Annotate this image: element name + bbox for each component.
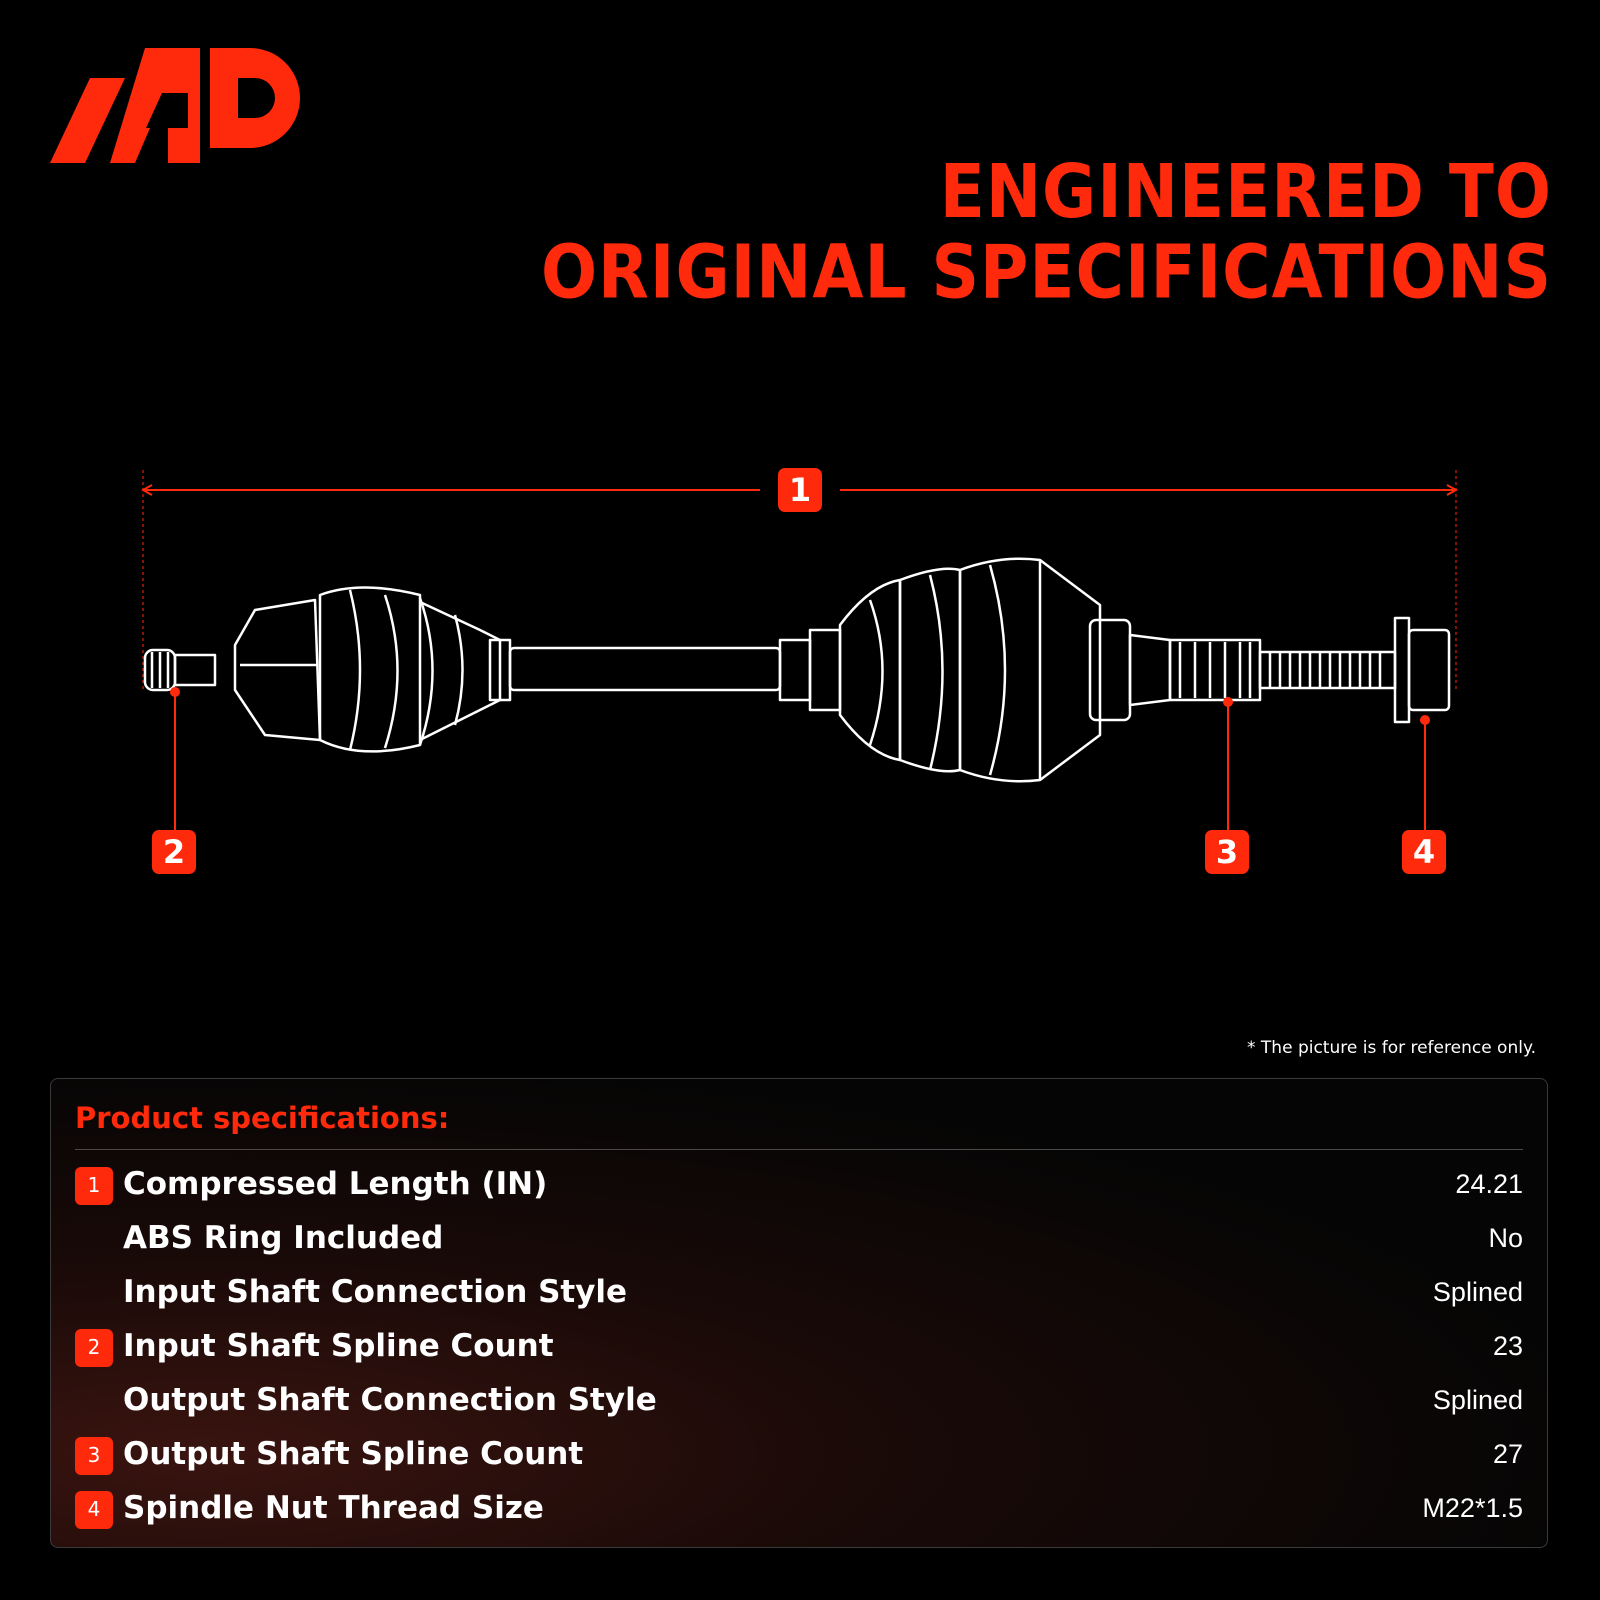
spec-row: 4 Spindle Nut Thread Size M22*1.5 xyxy=(75,1485,1523,1531)
spec-row: 3 Output Shaft Spline Count 27 xyxy=(75,1431,1523,1477)
spec-row: Output Shaft Connection Style Splined xyxy=(75,1377,1523,1423)
spec-value: Splined xyxy=(1432,1277,1523,1307)
spec-label: Spindle Nut Thread Size xyxy=(123,1490,544,1526)
spec-value: M22*1.5 xyxy=(1422,1493,1523,1523)
specs-panel: Product specifications: 1 Compressed Len… xyxy=(50,1078,1548,1548)
spec-number-badge: 4 xyxy=(75,1491,113,1529)
spec-value: 23 xyxy=(1492,1331,1523,1361)
cv-axle-diagram: 1 2 3 4 xyxy=(0,430,1600,900)
spec-value: Splined xyxy=(1432,1385,1523,1415)
callout-badge-2: 2 xyxy=(152,830,196,874)
spec-row: 1 Compressed Length (IN) 24.21 xyxy=(75,1161,1523,1207)
spec-label: Output Shaft Spline Count xyxy=(123,1436,584,1472)
spec-label: Compressed Length (IN) xyxy=(123,1166,548,1202)
spec-number-badge: 3 xyxy=(75,1437,113,1475)
spec-value: No xyxy=(1488,1223,1523,1253)
spec-number-badge: 1 xyxy=(75,1167,113,1205)
disclaimer: * The picture is for reference only. xyxy=(1247,1038,1536,1058)
headline-line-1: ENGINEERED TO xyxy=(939,148,1552,235)
spec-value: 24.21 xyxy=(1455,1169,1523,1199)
brand-logo-icon xyxy=(50,48,300,163)
spec-label: ABS Ring Included xyxy=(123,1220,444,1256)
specs-divider xyxy=(75,1149,1523,1150)
headline-line-2: ORIGINAL SPECIFICATIONS xyxy=(540,229,1552,316)
callout-badge-3: 3 xyxy=(1205,830,1249,874)
headline: ENGINEERED TO ORIGINAL SPECIFICATIONS xyxy=(540,148,1552,316)
specs-title: Product specifications: xyxy=(75,1101,450,1135)
spec-value: 27 xyxy=(1492,1439,1523,1469)
spec-label: Output Shaft Connection Style xyxy=(123,1382,657,1418)
cv-axle-illustration xyxy=(140,470,1459,830)
spec-row: ABS Ring Included No xyxy=(75,1215,1523,1261)
spec-row: 2 Input Shaft Spline Count 23 xyxy=(75,1323,1523,1369)
callout-badge-1: 1 xyxy=(778,468,822,512)
spec-label: Input Shaft Connection Style xyxy=(123,1274,628,1310)
spec-number-badge: 2 xyxy=(75,1329,113,1367)
spec-row: Input Shaft Connection Style Splined xyxy=(75,1269,1523,1315)
callout-badge-4: 4 xyxy=(1402,830,1446,874)
spec-label: Input Shaft Spline Count xyxy=(123,1328,554,1364)
